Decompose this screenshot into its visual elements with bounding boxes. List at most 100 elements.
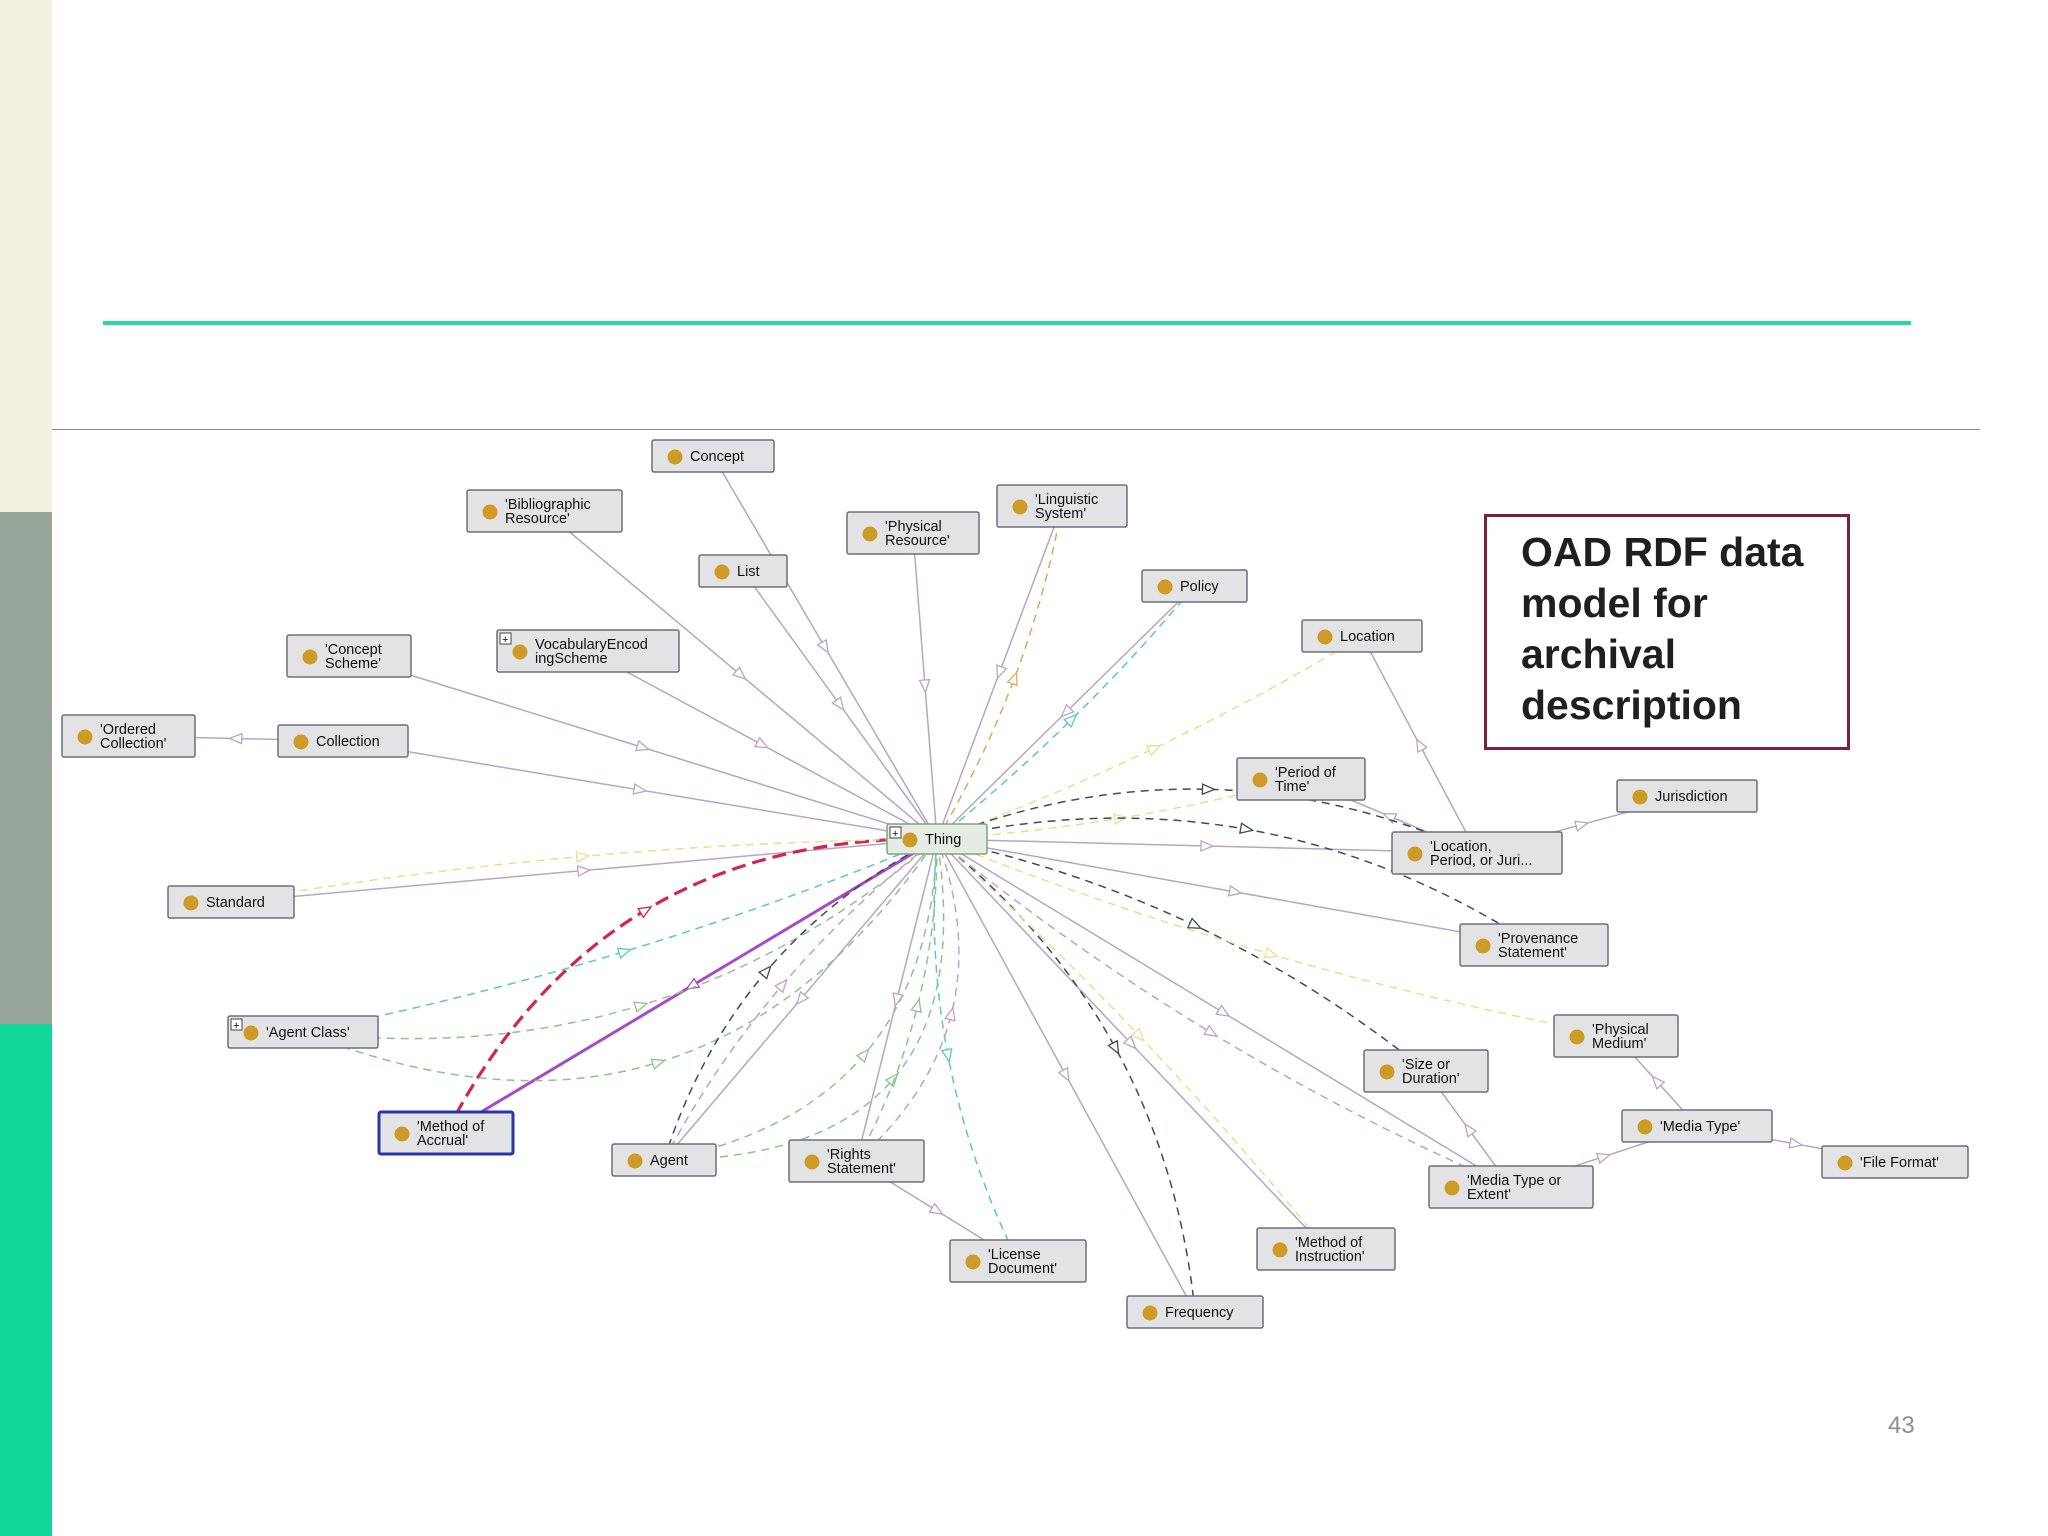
node-label: Agent: [650, 1153, 688, 1169]
edge-arrowhead: [616, 947, 633, 960]
node-lpj[interactable]: 'Location,Period, or Juri...: [1391, 831, 1563, 875]
node-box: [1821, 1145, 1969, 1179]
class-dot-icon: [482, 504, 498, 520]
node-label: Collection: [316, 734, 380, 750]
node-jurisdiction[interactable]: Jurisdiction: [1616, 779, 1758, 813]
node-box: [788, 1139, 925, 1183]
node-collection[interactable]: Collection: [277, 724, 409, 758]
edge-arrowhead: [1107, 1039, 1120, 1056]
class-dot-icon: [667, 449, 683, 465]
expand-plus-icon[interactable]: [889, 826, 902, 839]
class-dot-icon: [1475, 938, 1491, 954]
node-label: Jurisdiction: [1655, 789, 1728, 805]
node-label: Policy: [1180, 579, 1219, 595]
edge-arrowhead: [918, 678, 931, 694]
edge-arrowhead: [1057, 1066, 1070, 1083]
class-dot-icon: [1637, 1119, 1653, 1135]
class-dot-icon: [1157, 579, 1173, 595]
edge-arrowhead: [684, 977, 701, 990]
edge-arrowhead: [228, 732, 243, 745]
edge-arrowhead: [1595, 1152, 1612, 1165]
edge-rights-thing: [855, 838, 938, 1162]
title-accent-rule: [103, 321, 1911, 325]
edge-arrowhead: [1145, 744, 1162, 757]
edge-thing-policy: [936, 585, 1196, 840]
class-dot-icon: [902, 832, 918, 848]
node-thing[interactable]: +Thing: [886, 823, 988, 855]
node-box: [1256, 1227, 1396, 1271]
node-policy[interactable]: Policy: [1141, 569, 1248, 603]
class-dot-icon: [1142, 1305, 1158, 1321]
node-standard[interactable]: Standard: [167, 885, 295, 919]
edge-arrowhead: [1215, 1004, 1231, 1017]
edge-arrowhead: [855, 1048, 870, 1064]
node-agentclass[interactable]: +'Agent Class': [227, 1015, 379, 1049]
node-box: [1616, 779, 1758, 813]
class-dot-icon: [243, 1025, 259, 1041]
edge-arrowhead: [1574, 820, 1590, 833]
class-dot-icon: [1012, 499, 1028, 515]
expand-plus-icon[interactable]: [499, 632, 512, 645]
node-box: [167, 885, 295, 919]
node-fileformat[interactable]: 'File Format': [1821, 1145, 1969, 1179]
class-dot-icon: [302, 649, 318, 665]
class-dot-icon: [1569, 1029, 1585, 1045]
node-frequency[interactable]: Frequency: [1126, 1295, 1264, 1329]
node-agent[interactable]: Agent: [611, 1143, 717, 1177]
edge-arrowhead: [650, 1058, 666, 1070]
node-mediatype[interactable]: 'Media Type': [1621, 1109, 1773, 1143]
page-number: 43: [1888, 1412, 1915, 1439]
node-location[interactable]: Location: [1301, 619, 1423, 653]
edge-agentclass-thing: [302, 838, 938, 1082]
node-concept[interactable]: Concept: [651, 439, 775, 473]
edge-arrowhead: [884, 1072, 899, 1088]
edge-arrowhead: [996, 664, 1008, 680]
class-dot-icon: [512, 644, 528, 660]
edge-arrowhead: [1201, 783, 1217, 796]
node-box: [277, 724, 409, 758]
class-dot-icon: [627, 1153, 643, 1169]
node-list[interactable]: List: [698, 554, 788, 588]
edge-arrowhead: [1063, 713, 1078, 728]
edge-arrowhead: [1130, 1027, 1145, 1042]
node-label: Standard: [206, 895, 265, 911]
node-box: [1391, 831, 1563, 875]
edge-arrowhead: [757, 964, 772, 980]
node-box: [996, 484, 1128, 528]
node-label: 'Location,Period, or Juri...: [1430, 839, 1532, 869]
expand-plus-icon[interactable]: [230, 1018, 243, 1031]
edge-arrowhead: [910, 997, 922, 1014]
edge-arrowhead: [1239, 822, 1255, 835]
edge-arrowhead: [944, 1006, 956, 1022]
edge-arrowhead: [1060, 703, 1075, 718]
node-label: Location: [1340, 629, 1395, 645]
expand-plus-glyph: +: [233, 1020, 239, 1032]
edge-arrowhead: [1186, 917, 1203, 929]
node-label: Concept: [690, 449, 744, 465]
edge-arrowhead: [831, 696, 845, 712]
class-dot-icon: [1252, 772, 1268, 788]
